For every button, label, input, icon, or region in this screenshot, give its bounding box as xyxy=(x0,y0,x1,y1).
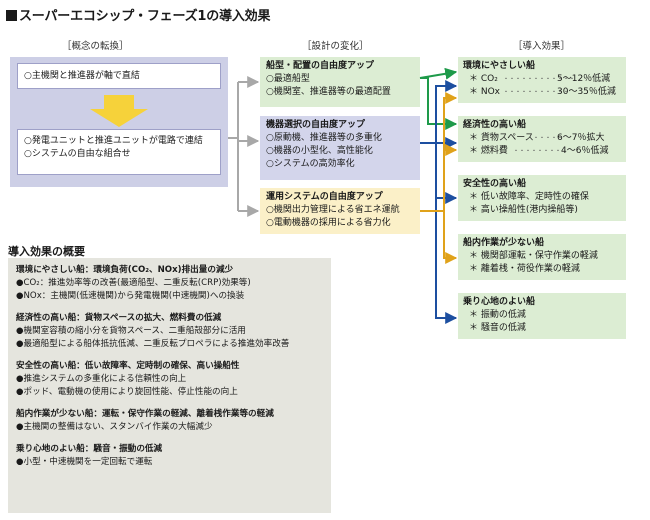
design-box-hull: 船型・配置の自由度アップ ○最適船型 ○機関室、推進器等の最適配置 xyxy=(260,57,420,107)
design-equipment-item: ○原動機、推進器等の多重化 xyxy=(266,133,382,143)
effect-box-environment: 環境にやさしい船 ＊ CO₂・・・・・・・・・・・・5〜12％低減 ＊ NOx・… xyxy=(458,57,626,103)
title-text: スーパーエコシップ・フェーズ1の導入効果 xyxy=(19,9,271,24)
concept-after-box: ○発電ユニットと推進ユニットが電路で連結 ○システムの自由な組合せ xyxy=(17,129,221,175)
design-equipment-head: 機器選択の自由度アップ xyxy=(266,120,366,130)
effect-workload-item: ＊ 機関部運転・保守作業の軽減 xyxy=(469,251,598,261)
title-square-icon xyxy=(6,10,17,21)
summary-section: 経済性の高い船：貨物スペースの拡大、燃料費の低減 ●機関室容積の縮小分を貨物スペ… xyxy=(16,312,323,351)
effect-box-comfort: 乗り心地のよい船 ＊ 振動の低減 ＊ 騒音の低減 xyxy=(458,293,626,339)
design-operation-item: ○機関出力管理による省エネ運航 xyxy=(266,205,400,215)
design-equipment-item: ○システムの高効率化 xyxy=(266,159,355,169)
effect-economy-item: ＊ 燃料費・・・・・・・・4〜6％低減 xyxy=(469,146,609,156)
effect-box-economy: 経済性の高い船 ＊ 貨物スペース・・・・・6〜7％拡大 ＊ 燃料費・・・・・・・… xyxy=(458,116,626,162)
effect-safety-item: ＊ 低い故障率、定時性の確保 xyxy=(469,192,589,202)
summary-section: 乗り心地のよい船：騒音・振動の低減 ●小型・中速機関を一定回転で運転 xyxy=(16,443,323,469)
effect-environment-item: ＊ NOx・・・・・・・・・・・30〜35％低減 xyxy=(469,87,616,97)
concept-before-text: ○主機関と推進器が軸で直結 xyxy=(24,71,140,81)
summary-item: ●主機関の整備はない、スタンバイ作業の大幅減少 xyxy=(16,422,213,432)
column-header-effect: ［導入効果］ xyxy=(513,41,571,52)
effect-safety-item: ＊ 高い操船性(港内操船等) xyxy=(469,205,578,215)
design-operation-item: ○電動機器の採用による省力化 xyxy=(266,218,391,228)
effect-workload-head: 船内作業が少ない船 xyxy=(463,238,545,248)
summary-item: ●ポッド、電動機の使用により旋回性能、停止性能の向上 xyxy=(16,387,238,397)
design-equipment-item: ○機器の小型化、高性能化 xyxy=(266,146,373,156)
summary-section: 船内作業が少ない船：運転・保守作業の軽減、離着桟作業等の軽減 ●主機関の整備はな… xyxy=(16,408,323,434)
design-operation-head: 運用システムの自由度アップ xyxy=(266,192,383,202)
concept-to-design-connector xyxy=(228,76,260,217)
summary-item: ●最適船型による船体抵抗低減、二重反転プロペラによる推進効率改善 xyxy=(16,339,290,349)
summary-section: 安全性の高い船：低い故障率、定時制の確保、高い操船性 ●推進システムの多重化によ… xyxy=(16,360,323,399)
summary-item: ●NOx：主機関(低速機関)から発電機関(中速機関)への換装 xyxy=(16,291,245,301)
effect-environment-head: 環境にやさしい船 xyxy=(463,61,536,71)
transformation-arrow-icon xyxy=(90,95,148,127)
figure-title: スーパーエコシップ・フェーズ1の導入効果 xyxy=(6,5,270,24)
operation-to-effect-connector xyxy=(420,92,458,264)
design-hull-item: ○機関室、推進器等の最適配置 xyxy=(266,87,391,97)
concept-after-text-1: ○発電ユニットと推進ユニットが電路で連結 xyxy=(24,136,203,146)
equipment-to-effect-connector xyxy=(420,80,458,324)
effect-economy-head: 経済性の高い船 xyxy=(463,120,527,130)
summary-item: ●機関室容積の縮小分を貨物スペース、二重船殻部分に活用 xyxy=(16,326,246,336)
design-box-operation: 運用システムの自由度アップ ○機関出力管理による省エネ運航 ○電動機器の採用によ… xyxy=(260,188,420,234)
summary-title: 導入効果の概要 xyxy=(8,245,85,258)
summary-section: 環境にやさしい船：環境負荷(CO₂、NOx)排出量の減少 ●CO₂：推進効率等の… xyxy=(16,264,323,303)
summary-section-head: 船内作業が少ない船：運転・保守作業の軽減、離着桟作業等の軽減 xyxy=(16,409,274,419)
summary-section-head: 環境にやさしい船：環境負荷(CO₂、NOx)排出量の減少 xyxy=(16,265,234,275)
effect-safety-head: 安全性の高い船 xyxy=(463,179,527,189)
summary-item: ●推進システムの多重化による信頼性の向上 xyxy=(16,374,187,384)
summary-item: ●小型・中速機関を一定回転で運転 xyxy=(16,457,153,467)
effect-box-safety: 安全性の高い船 ＊ 低い故障率、定時性の確保 ＊ 高い操船性(港内操船等) xyxy=(458,175,626,221)
effect-box-workload: 船内作業が少ない船 ＊ 機関部運転・保守作業の軽減 ＊ 離着桟・荷役作業の軽減 xyxy=(458,234,626,280)
column-header-concept: ［概念の転換］ xyxy=(62,41,129,52)
design-hull-item: ○最適船型 xyxy=(266,74,310,84)
concept-after-text-2: ○システムの自由な組合せ xyxy=(24,149,131,159)
effect-economy-item: ＊ 貨物スペース・・・・・6〜7％拡大 xyxy=(469,133,605,143)
effect-workload-item: ＊ 離着桟・荷役作業の軽減 xyxy=(469,264,580,274)
effect-comfort-head: 乗り心地のよい船 xyxy=(463,297,536,307)
hull-to-effect-connector xyxy=(419,67,458,130)
summary-item: ●CO₂：推進効率等の改善(最適船型、二重反転(CRP)効果等) xyxy=(16,278,251,288)
effect-comfort-item: ＊ 騒音の低減 xyxy=(469,323,526,333)
summary-section-head: 経済性の高い船：貨物スペースの拡大、燃料費の低減 xyxy=(16,313,222,323)
summary-section-head: 安全性の高い船：低い故障率、定時制の確保、高い操船性 xyxy=(16,361,240,371)
effect-comfort-item: ＊ 振動の低減 xyxy=(469,310,526,320)
concept-before-box: ○主機関と推進器が軸で直結 xyxy=(17,63,221,89)
design-box-equipment: 機器選択の自由度アップ ○原動機、推進器等の多重化 ○機器の小型化、高性能化 ○… xyxy=(260,116,420,180)
column-header-design: ［設計の変化］ xyxy=(302,41,369,52)
summary-section-head: 乗り心地のよい船：騒音・振動の低減 xyxy=(16,444,163,454)
effect-environment-item: ＊ CO₂・・・・・・・・・・・・5〜12％低減 xyxy=(469,74,611,84)
summary-panel: 環境にやさしい船：環境負荷(CO₂、NOx)排出量の減少 ●CO₂：推進効率等の… xyxy=(8,258,331,513)
design-hull-head: 船型・配置の自由度アップ xyxy=(266,61,375,71)
